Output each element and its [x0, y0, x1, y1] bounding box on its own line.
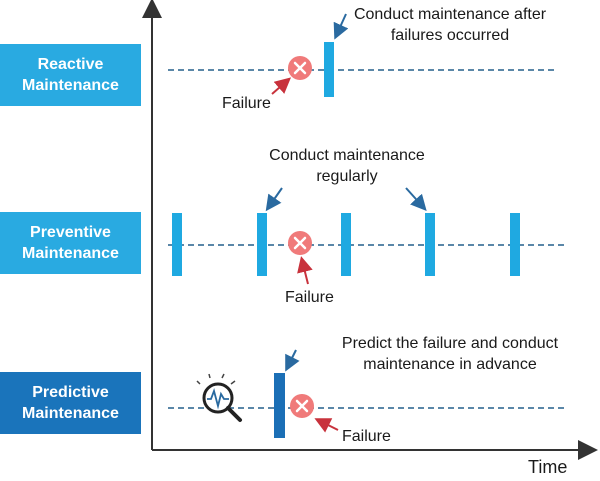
preventive-bar-1: [172, 213, 182, 276]
reactive-maintenance-bar: [324, 42, 334, 97]
reactive-failure-label: Failure: [222, 95, 271, 112]
predictive-note: Predict the failure and conduct maintena…: [341, 335, 559, 373]
preventive-failure-arrow: [297, 256, 313, 285]
reactive-note: Conduct maintenance after failures occur…: [353, 6, 547, 44]
x-circle-icon: [288, 56, 312, 80]
predictive-maintenance-label: Predictive Maintenance: [0, 372, 141, 434]
reactive-note-arrow: [333, 13, 349, 40]
preventive-bar-2: [257, 213, 267, 276]
preventive-bar-5: [510, 213, 520, 276]
reactive-maintenance-label: Reactive Maintenance: [0, 44, 141, 106]
preventive-note-arrow-left: [265, 187, 283, 212]
preventive-note-arrow-right: [405, 187, 427, 211]
preventive-failure-label: Failure: [285, 289, 334, 306]
predictive-maintenance-bar: [274, 373, 285, 438]
predictive-failure-arrow: [314, 418, 339, 433]
reactive-maintenance-label-text: Reactive Maintenance: [22, 56, 119, 94]
preventive-bar-3: [341, 213, 351, 276]
x-circle-icon: [288, 231, 312, 255]
preventive-maintenance-label: Preventive Maintenance: [0, 212, 141, 274]
preventive-bar-4: [425, 213, 435, 276]
reactive-failure-arrow: [271, 77, 292, 95]
predictive-maintenance-label-text: Predictive Maintenance: [22, 384, 119, 422]
preventive-maintenance-label-text: Preventive Maintenance: [22, 224, 119, 262]
time-axis-label: Time: [528, 457, 568, 477]
x-circle-icon: [290, 394, 314, 418]
predictive-note-arrow: [285, 349, 300, 372]
preventive-note: Conduct maintenance regularly: [269, 147, 425, 185]
magnifier-icon: [196, 373, 242, 422]
predictive-failure-label: Failure: [342, 428, 391, 445]
